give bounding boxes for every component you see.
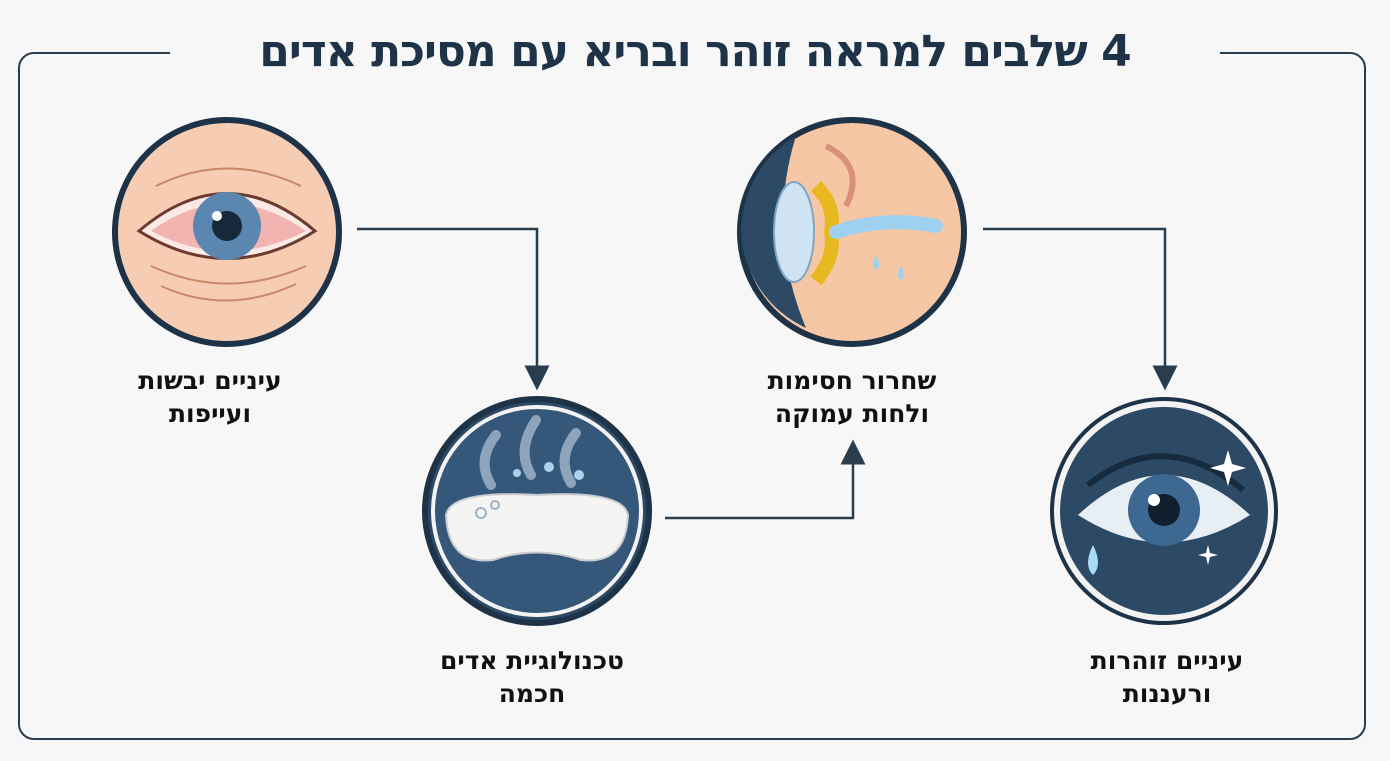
step-2-label: טכנולוגיית אדים חכמה: [402, 644, 662, 710]
step-4-line2: ורעננות: [1122, 679, 1212, 708]
arrow-step3-to-step4: [983, 227, 1178, 391]
page-title: 4 שלבים למראה זוהר ובריא עם מסיכת אדים: [170, 20, 1220, 84]
gland-unblocking-icon: [736, 116, 968, 348]
step-1-label: עיניים יבשות ועייפות: [80, 364, 340, 430]
step-3-label: שחרור חסימות ולחות עמוקה: [722, 364, 982, 430]
step-1-line1: עיניים יבשות: [138, 366, 282, 395]
step-2-line1: טכנולוגיית אדים: [439, 646, 625, 675]
step-3-line1: שחרור חסימות: [767, 366, 937, 395]
tired-red-eye-icon: [111, 116, 343, 348]
arrow-step1-to-step2: [357, 227, 550, 391]
step-4-label: עיניים זוהרות ורעננות: [1037, 644, 1297, 710]
step-2-line2: חכמה: [498, 679, 566, 708]
step-4-line1: עיניים זוהרות: [1090, 646, 1244, 675]
sparkling-eye-icon: [1048, 395, 1280, 627]
arrow-step2-to-step3: [665, 439, 866, 520]
step-1-line2: ועייפות: [168, 399, 252, 428]
steam-eye-mask-icon: [421, 395, 653, 627]
step-3-line2: ולחות עמוקה: [774, 399, 930, 428]
